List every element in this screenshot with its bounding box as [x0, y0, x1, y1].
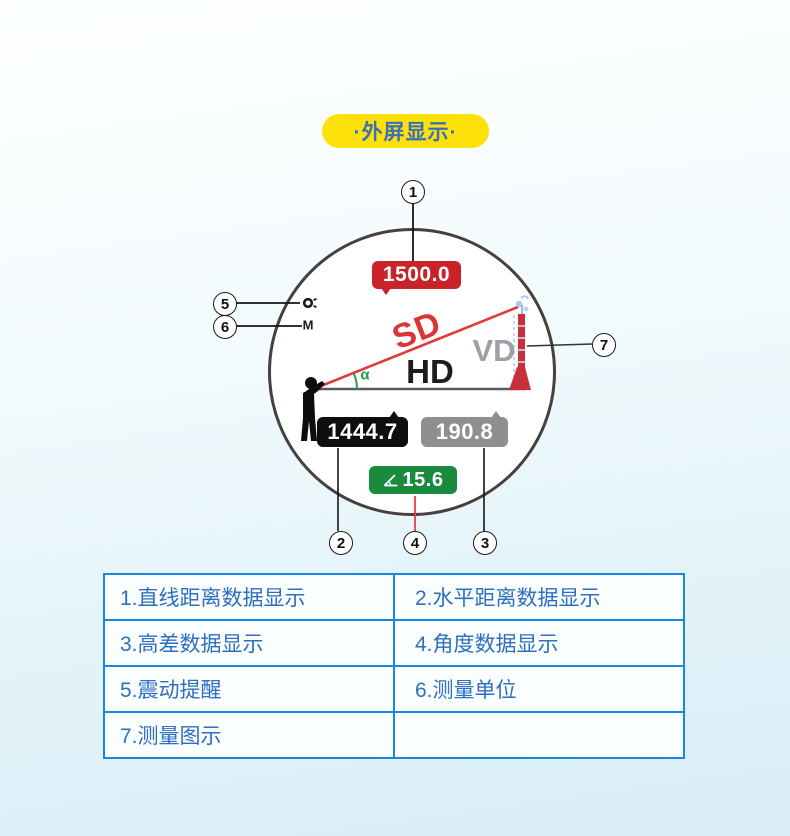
angle-icon	[383, 474, 398, 487]
legend-cell-2: 2.水平距离数据显示	[395, 575, 683, 619]
legend-text-5: 5.震动提醒	[120, 679, 222, 702]
callout-5: 5	[213, 292, 237, 316]
legend-text-4: 4.角度数据显示	[415, 633, 559, 656]
legend-text-7: 7.测量图示	[120, 725, 222, 748]
section-title-pill: ·外屏显示·	[322, 114, 489, 148]
callout-3: 3	[473, 531, 497, 555]
section-title: ·外屏显示·	[353, 121, 458, 144]
angle-badge: 15.6	[369, 466, 457, 494]
alpha-label: α	[360, 366, 370, 384]
hd-label: HD	[406, 353, 454, 390]
legend-text-1: 1.直线距离数据显示	[120, 587, 306, 610]
measure-unit-label: M	[302, 317, 314, 333]
callout-4: 4	[403, 531, 427, 555]
legend-cell-6: 6.测量单位	[395, 667, 683, 711]
legend-cell-7: 7.测量图示	[105, 713, 393, 757]
legend-cell-4: 4.角度数据显示	[395, 621, 683, 665]
legend-text-6: 6.测量单位	[415, 679, 517, 702]
legend-cell-8	[395, 713, 683, 757]
legend-text-2: 2.水平距离数据显示	[415, 587, 601, 610]
legend-cell-1: 1.直线距离数据显示	[105, 575, 393, 619]
height-difference-value: 190.8	[435, 419, 494, 444]
angle-value: 15.6	[402, 468, 444, 491]
horizontal-distance-badge: 1444.7	[317, 411, 408, 447]
straight-distance-value: 1500.0	[382, 263, 451, 286]
legend-cell-3: 3.高差数据显示	[105, 621, 393, 665]
callout-1: 1	[401, 180, 425, 204]
horizontal-distance-value: 1444.7	[327, 419, 398, 444]
legend-cell-5: 5.震动提醒	[105, 667, 393, 711]
callout-2: 2	[329, 531, 353, 555]
legend-text-3: 3.高差数据显示	[120, 633, 264, 656]
legend-table: 1.直线距离数据显示 2.水平距离数据显示 3.高差数据显示 4.角度数据显示 …	[103, 573, 685, 759]
straight-distance-badge: 1500.0	[372, 261, 461, 295]
callout-6: 6	[213, 315, 237, 339]
height-difference-badge: 190.8	[421, 411, 508, 447]
vd-label: VD	[472, 333, 516, 368]
callout-7: 7	[592, 333, 616, 357]
